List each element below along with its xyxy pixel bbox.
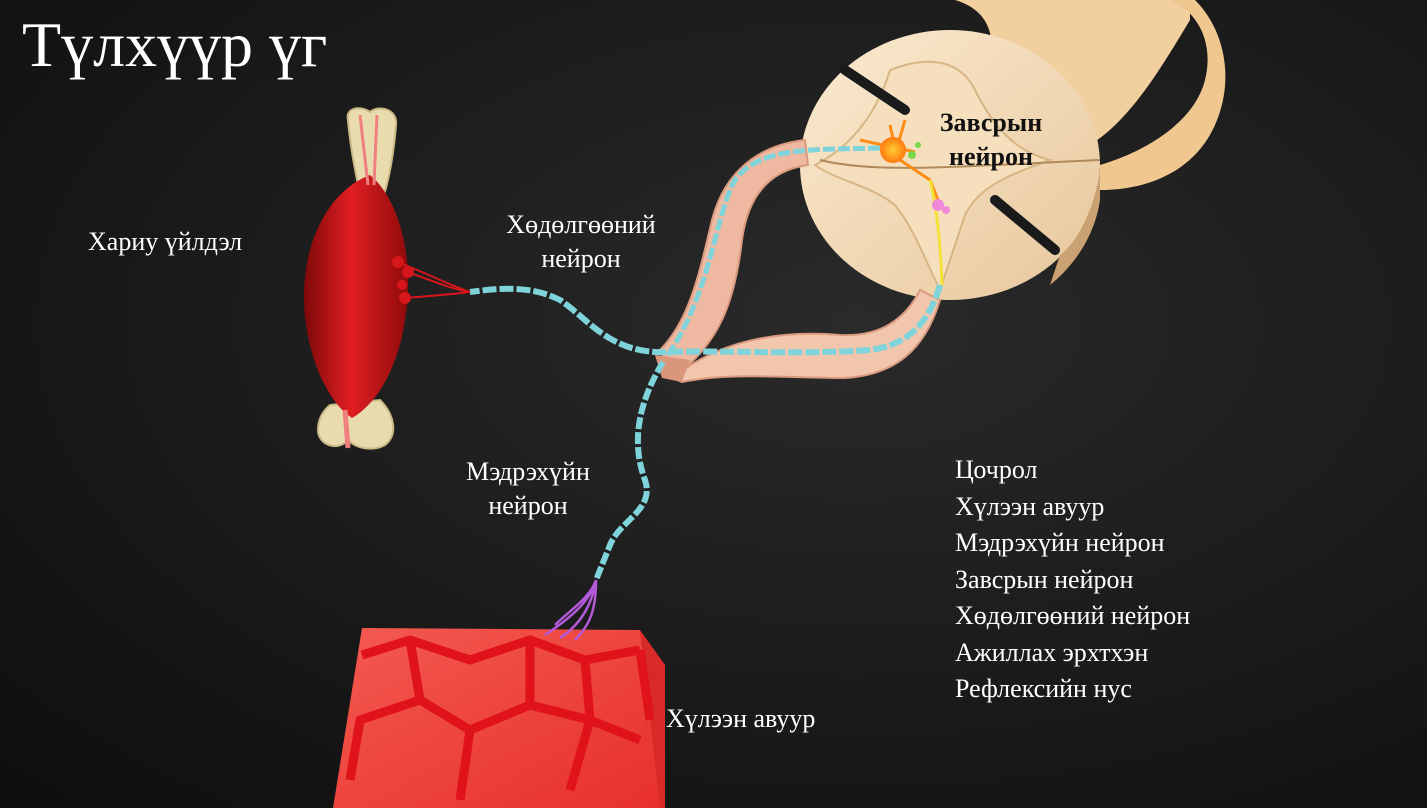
sensory-root-axon bbox=[665, 145, 881, 357]
motor-nerve-endings bbox=[397, 261, 471, 299]
anterior-fissure bbox=[990, 195, 1060, 255]
keyword-item: Ажиллах эрхтхэн bbox=[955, 637, 1149, 667]
keyword-item: Мэдрэхүйн нейрон bbox=[955, 528, 1165, 557]
motor-neuron-axon bbox=[469, 284, 943, 356]
keyword-list: Цочрол Хүлээн авуур Мэдрэхүйн нейрон Зав… bbox=[955, 452, 1190, 708]
page-title: Түлхүүр үг bbox=[22, 9, 328, 80]
ventral-root-curve bbox=[1100, 0, 1226, 190]
keyword-item: Завсрын нейрон bbox=[955, 564, 1134, 594]
sensory-nerve-endings bbox=[544, 579, 598, 641]
sensory-neuron-label: Мэдрэхүйн нейрон bbox=[452, 455, 604, 523]
ventral-root bbox=[670, 288, 942, 384]
response-label: Хариу үйлдэл bbox=[88, 225, 242, 259]
motor-neuron-label: Хөдөлгөөний нейрон bbox=[492, 208, 670, 276]
dorsal-root-horn bbox=[955, 0, 1190, 145]
tendon-bottom bbox=[342, 409, 351, 449]
keyword-item: Рефлексийн нус bbox=[955, 674, 1132, 703]
spinal-cord bbox=[800, 0, 1226, 300]
central-line bbox=[819, 159, 1101, 169]
interneuron-cell bbox=[859, 119, 950, 286]
interneuron-label-line-1: Завсрын bbox=[939, 108, 1043, 137]
sensory-neuron-label-line-2: нейрон bbox=[488, 490, 568, 520]
sensory-neuron-label-line-1: Мэдрэхүйн bbox=[466, 457, 590, 486]
skin-cells bbox=[345, 635, 655, 801]
muscle-belly bbox=[303, 175, 409, 418]
interneuron-label: Завсрын нейрон bbox=[928, 106, 1054, 174]
bone-top bbox=[346, 107, 398, 196]
motor-neuron-label-line-1: Хөдөлгөөний bbox=[506, 210, 656, 239]
receptor-label-text: Хүлээн авуур bbox=[666, 704, 816, 733]
spinal-cord-side bbox=[1050, 170, 1100, 285]
grey-matter bbox=[813, 60, 1054, 293]
posterior-fissure bbox=[840, 65, 910, 115]
sensory-neuron-axon bbox=[593, 360, 666, 582]
muscle bbox=[303, 107, 471, 450]
keyword-item: Хүлээн авуур bbox=[955, 491, 1105, 521]
skin-block bbox=[333, 579, 665, 808]
tendon-top bbox=[358, 114, 379, 186]
keyword-item: Цочрол bbox=[955, 455, 1038, 484]
spinal-nerve bbox=[655, 138, 942, 384]
interneuron-label-line-2: нейрон bbox=[949, 141, 1033, 171]
response-label-text: Хариу үйлдэл bbox=[88, 227, 243, 256]
nerve-trunk bbox=[655, 355, 690, 382]
keyword-item: Хөдөлгөөний нейрон bbox=[955, 601, 1191, 630]
motor-neuron-label-line-2: нейрон bbox=[541, 243, 621, 273]
receptor-label: Хүлээн авуур bbox=[666, 702, 815, 736]
